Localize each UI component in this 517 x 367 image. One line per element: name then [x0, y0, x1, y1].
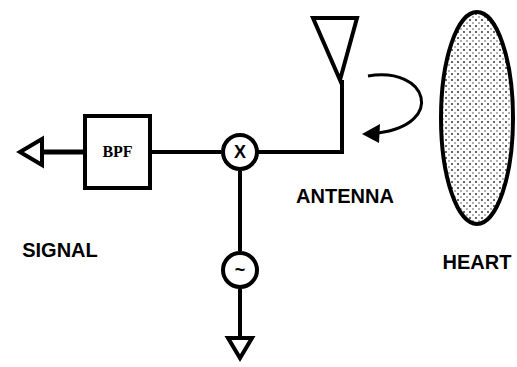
heart-shape — [441, 12, 513, 224]
antenna-label: ANTENNA — [296, 185, 394, 207]
antenna-symbol — [313, 18, 357, 80]
antenna-wire — [258, 80, 342, 152]
box-label: BPF — [102, 143, 132, 161]
ground-wire — [238, 289, 242, 338]
reflection-arrowhead — [362, 124, 380, 143]
oscillator-circle: ~ — [221, 251, 259, 289]
ground-symbol — [228, 338, 252, 358]
signal-label: SIGNAL — [22, 239, 98, 261]
symbol-label: ~ — [235, 261, 246, 279]
wire — [238, 171, 242, 251]
heart-label: HEART — [443, 251, 512, 273]
filter-box: BPF — [83, 114, 152, 190]
circle-outline — [223, 135, 257, 169]
mixer-circle: X — [221, 133, 259, 171]
signal-arrowhead — [20, 139, 42, 165]
reflection-arrow — [368, 75, 422, 133]
wire — [152, 150, 221, 154]
circle-outline — [223, 253, 257, 287]
symbol-label: X — [234, 143, 246, 161]
signal-wire — [42, 150, 84, 155]
